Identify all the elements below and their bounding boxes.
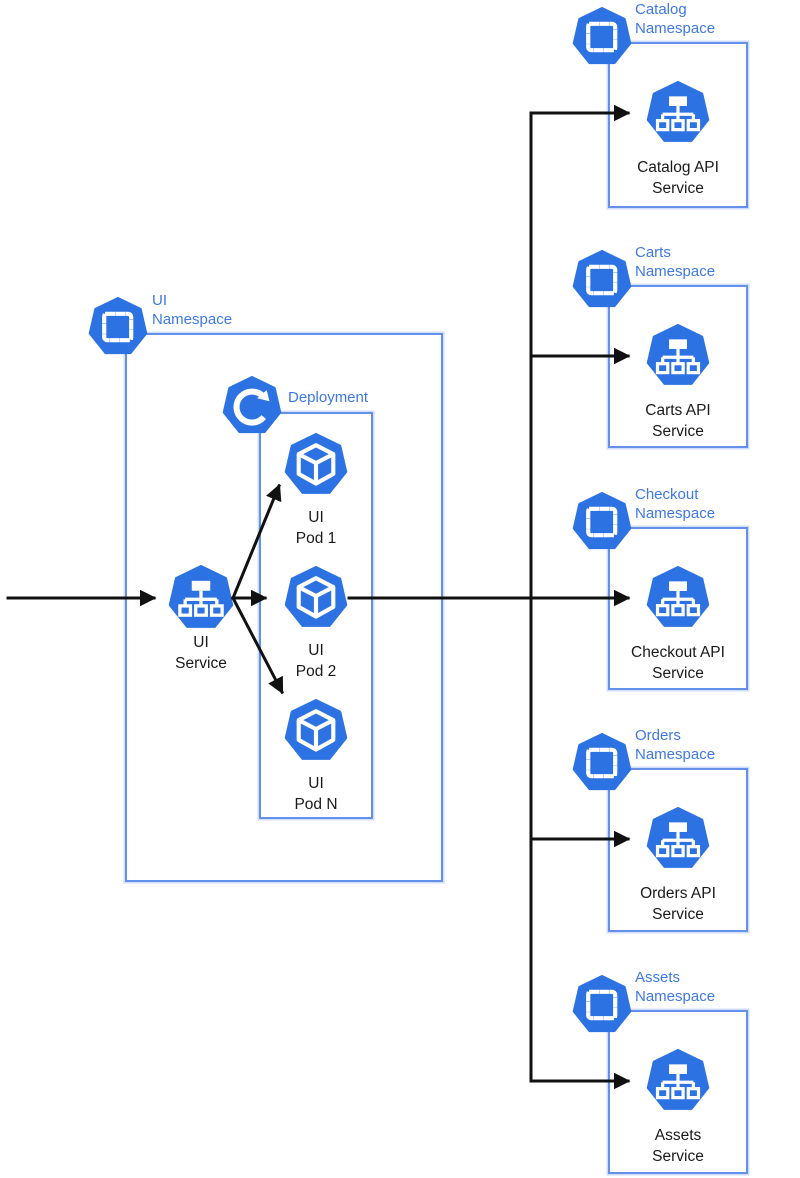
checkout-namespace-label-line2: Namespace [635, 505, 716, 522]
carts-namespace-label: Carts Namespace [635, 243, 715, 281]
assets-namespace-label-line1: Assets [635, 969, 681, 986]
ui-service-label-line2: Service [175, 655, 227, 672]
ui-service-icon [168, 565, 234, 631]
checkout-api-service-label-line1: Checkout API [631, 644, 725, 661]
catalog-api-service-label-line1: Catalog API [637, 159, 719, 176]
ui-pod2-label: UI Pod 2 [266, 640, 366, 682]
ui-service-label-line1: UI [193, 634, 209, 651]
orders-namespace-box [608, 768, 748, 932]
carts-api-service-label-line1: Carts API [645, 402, 711, 419]
deployment-icon [222, 376, 282, 436]
assets-service-icon [646, 1049, 710, 1113]
ui-pod2-icon [284, 566, 348, 630]
ui-pod1-label-line1: UI [308, 509, 324, 526]
checkout-api-service-label-line2: Service [652, 665, 704, 682]
checkout-namespace-label: Checkout Namespace [635, 485, 715, 523]
carts-namespace-box [608, 285, 748, 448]
carts-api-service-label-line2: Service [652, 423, 704, 440]
ui-podN-label-line1: UI [308, 775, 324, 792]
checkout-api-service-icon [646, 566, 710, 630]
assets-service-label-line1: Assets [654, 1127, 702, 1144]
ui-namespace-label-line1: UI [152, 292, 167, 309]
ui-pod2-label-line1: UI [308, 642, 324, 659]
ui-podN-icon [284, 699, 348, 763]
orders-namespace-label-line2: Namespace [635, 746, 716, 763]
assets-service-label-line2: Service [652, 1148, 704, 1165]
carts-namespace-icon [572, 250, 632, 310]
ui-namespace-box [125, 333, 443, 882]
checkout-api-service-label: Checkout API Service [608, 642, 748, 684]
carts-api-service-label: Carts API Service [608, 400, 748, 442]
catalog-api-service-icon [646, 81, 710, 145]
orders-api-service-label-line1: Orders API [640, 885, 716, 902]
ui-namespace-label-line2: Namespace [152, 311, 233, 328]
catalog-namespace-box [608, 42, 748, 208]
orders-api-service-label-line2: Service [652, 906, 704, 923]
ui-podN-label-line2: Pod N [294, 796, 338, 813]
orders-namespace-label-line1: Orders [635, 727, 681, 744]
checkout-namespace-label-line1: Checkout [635, 486, 699, 503]
checkout-namespace-box [608, 527, 748, 690]
ui-namespace-icon [88, 297, 148, 357]
catalog-namespace-label-line1: Catalog [635, 1, 687, 18]
ui-podN-label: UI Pod N [266, 773, 366, 815]
assets-namespace-label-line2: Namespace [635, 988, 716, 1005]
carts-api-service-icon [646, 324, 710, 388]
carts-namespace-label-line2: Namespace [635, 263, 716, 280]
catalog-namespace-label: Catalog Namespace [635, 0, 715, 38]
checkout-namespace-icon [572, 492, 632, 552]
orders-namespace-icon [572, 733, 632, 793]
assets-namespace-box [608, 1010, 748, 1174]
catalog-api-service-label: Catalog API Service [608, 157, 748, 199]
ui-pod2-label-line2: Pod 2 [295, 663, 337, 680]
assets-namespace-icon [572, 975, 632, 1035]
catalog-namespace-label-line2: Namespace [635, 20, 716, 37]
ui-pod1-label: UI Pod 1 [266, 507, 366, 549]
ui-service-label: UI Service [151, 632, 251, 674]
ui-pod1-icon [284, 433, 348, 497]
carts-namespace-label-line1: Carts [635, 244, 671, 261]
catalog-namespace-icon [572, 7, 632, 67]
assets-namespace-label: Assets Namespace [635, 968, 715, 1006]
orders-api-service-icon [646, 807, 710, 871]
ui-namespace-label: UI Namespace [152, 291, 232, 329]
assets-service-label: Assets Service [608, 1125, 748, 1167]
deployment-label: Deployment [288, 389, 369, 406]
orders-api-service-label: Orders API Service [608, 883, 748, 925]
ui-pod1-label-line2: Pod 1 [295, 530, 337, 547]
catalog-api-service-label-line2: Service [652, 180, 704, 197]
orders-namespace-label: Orders Namespace [635, 726, 715, 764]
